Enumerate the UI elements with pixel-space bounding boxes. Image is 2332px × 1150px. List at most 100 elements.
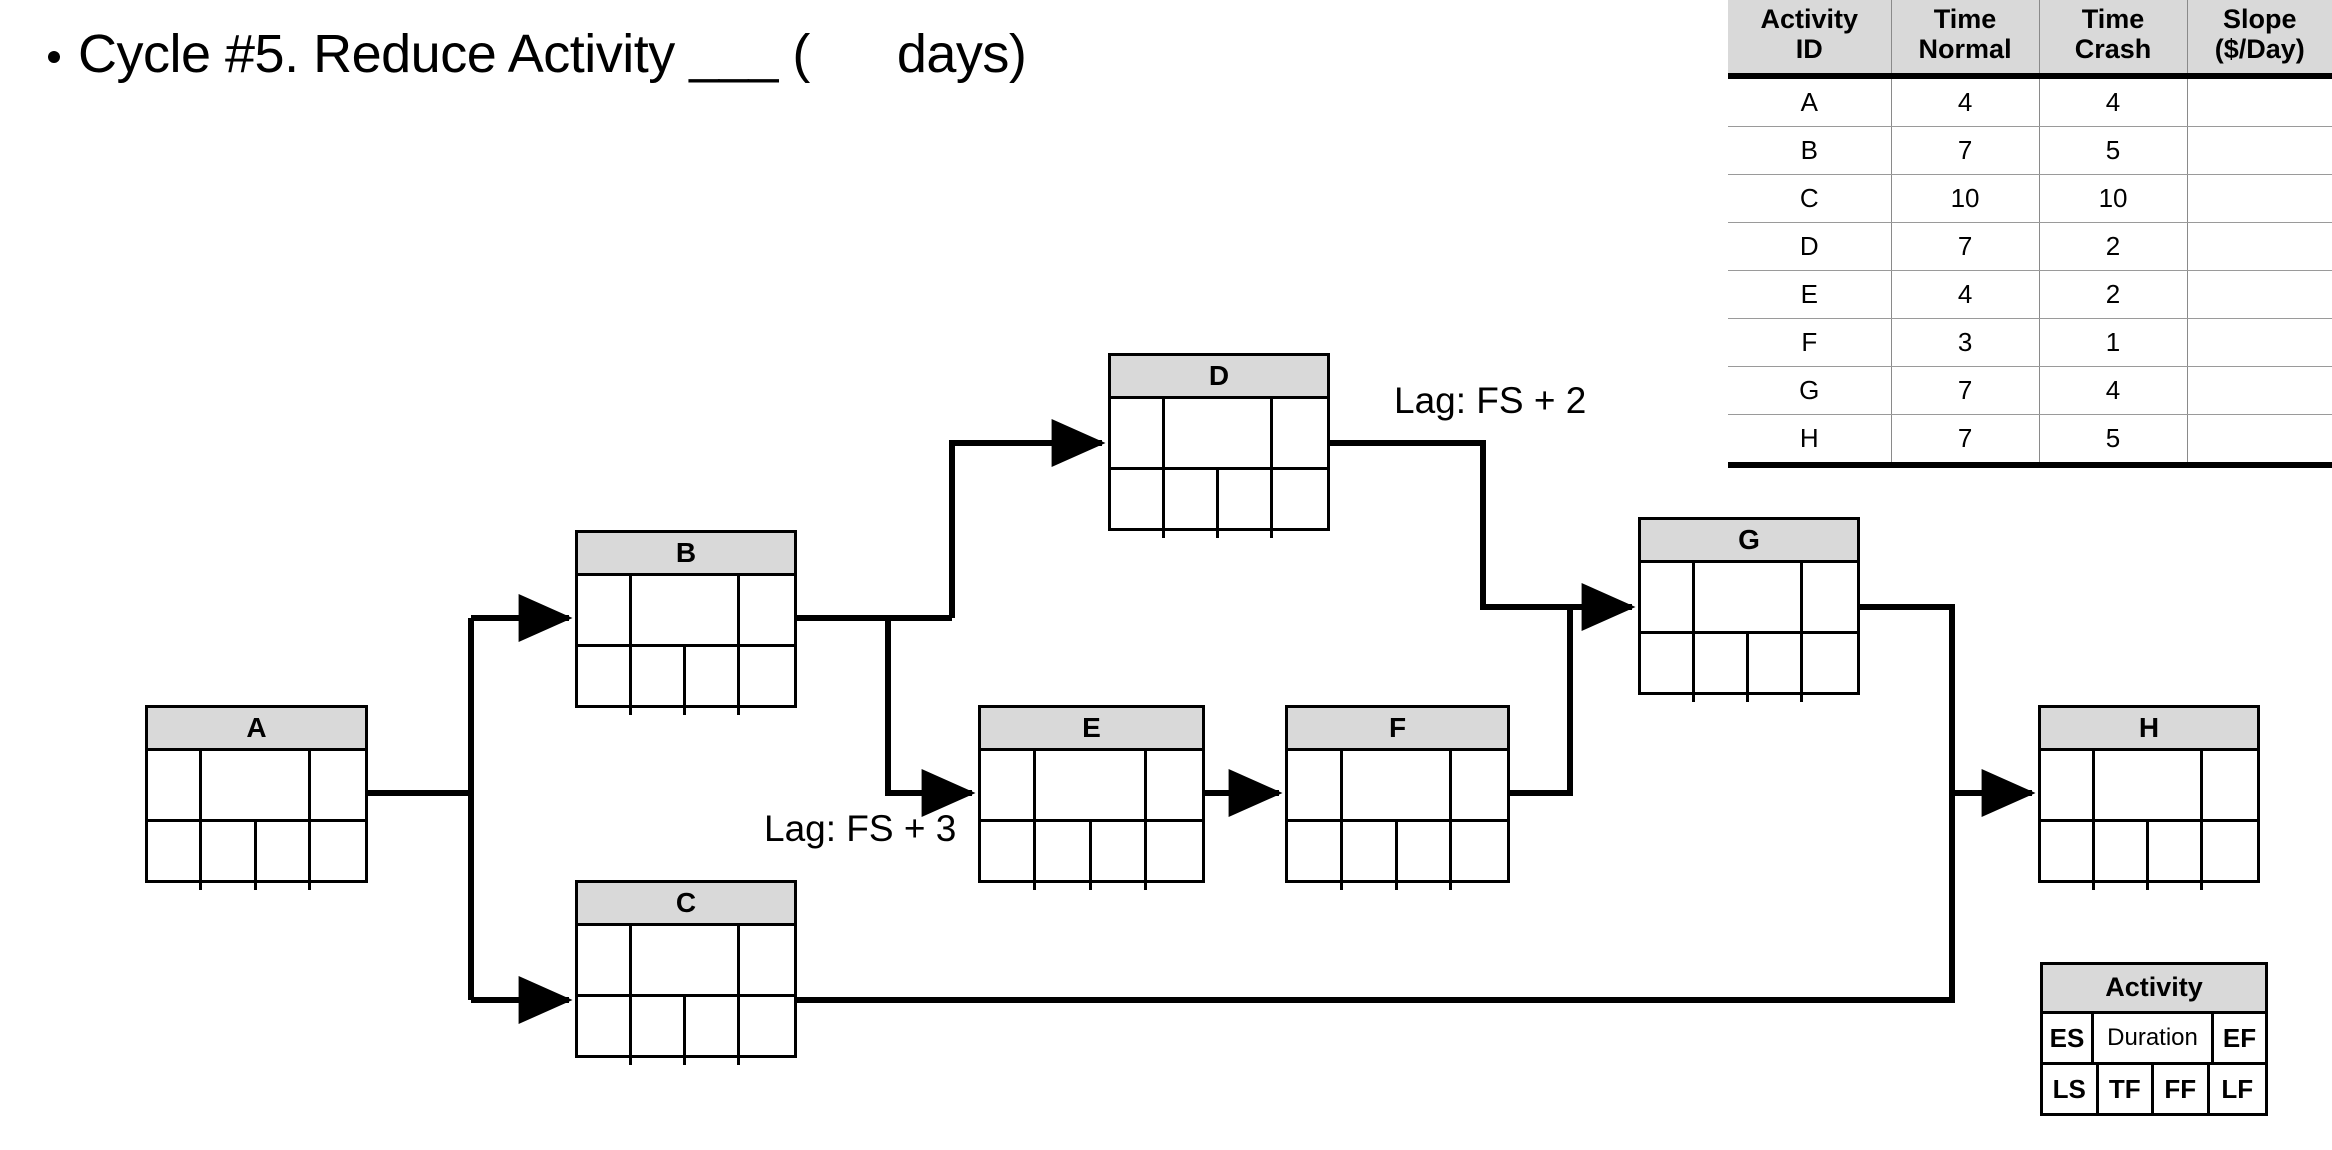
activity-node-c-tf[interactable] bbox=[632, 997, 686, 1065]
cell-slope bbox=[2186, 366, 2332, 416]
activity-node-h-row-top bbox=[2041, 751, 2257, 822]
activity-node-e-tf[interactable] bbox=[1036, 822, 1092, 890]
activity-node-f-ls[interactable] bbox=[1288, 822, 1343, 890]
cell-time-normal: 7 bbox=[1890, 414, 2040, 469]
activity-node-g-tf[interactable] bbox=[1695, 634, 1749, 702]
cell-time-crash: 1 bbox=[2038, 318, 2188, 368]
activity-node-g-lf[interactable] bbox=[1803, 634, 1857, 702]
activity-node-c-ff[interactable] bbox=[686, 997, 740, 1065]
activity-node-c-duration[interactable] bbox=[632, 926, 740, 994]
activity-node-h-es[interactable] bbox=[2041, 751, 2095, 819]
activity-node-a-duration[interactable] bbox=[202, 751, 311, 819]
activity-node-g-ff[interactable] bbox=[1749, 634, 1803, 702]
cell-activity-id: G bbox=[1728, 366, 1892, 416]
activity-node-c[interactable]: C bbox=[575, 880, 797, 1065]
activity-node-b-ff[interactable] bbox=[686, 647, 740, 715]
activity-node-f[interactable]: F bbox=[1285, 705, 1510, 890]
cell-activity-id: F bbox=[1728, 318, 1892, 368]
activity-node-b[interactable]: B bbox=[575, 530, 797, 715]
cell-time-crash: 5 bbox=[2038, 126, 2188, 176]
cell-slope bbox=[2186, 414, 2332, 469]
activity-node-d-ef[interactable] bbox=[1273, 399, 1327, 467]
activity-node-e-es[interactable] bbox=[981, 751, 1037, 819]
cell-time-crash: 10 bbox=[2038, 174, 2188, 224]
activity-node-f-row-bottom bbox=[1288, 822, 1507, 890]
activity-node-c-lf[interactable] bbox=[740, 997, 794, 1065]
column-header-slope: Slope ($/Day) bbox=[2186, 0, 2332, 80]
activity-node-e-ff[interactable] bbox=[1092, 822, 1147, 890]
activity-node-c-es[interactable] bbox=[578, 926, 632, 994]
activity-node-b-row-top bbox=[578, 576, 794, 647]
activity-node-e[interactable]: E bbox=[978, 705, 1205, 890]
activity-node-b-duration[interactable] bbox=[632, 576, 740, 644]
activity-node-h-lf[interactable] bbox=[2203, 822, 2257, 890]
activity-node-d-ls[interactable] bbox=[1111, 470, 1165, 538]
activity-node-b-es[interactable] bbox=[578, 576, 632, 644]
activity-node-h[interactable]: H bbox=[2038, 705, 2260, 890]
activity-node-e-lf[interactable] bbox=[1147, 822, 1202, 890]
activity-node-h-ef[interactable] bbox=[2203, 751, 2257, 819]
activity-node-a-label: A bbox=[148, 708, 365, 751]
legend-row-top: ES Duration EF bbox=[2043, 1014, 2265, 1065]
activity-node-a-tf[interactable] bbox=[202, 822, 257, 890]
cell-activity-id: H bbox=[1728, 414, 1892, 469]
activity-node-f-tf[interactable] bbox=[1343, 822, 1398, 890]
activity-node-h-duration[interactable] bbox=[2095, 751, 2203, 819]
legend-cell-lf: LF bbox=[2221, 1073, 2254, 1104]
activity-node-e-ls[interactable] bbox=[981, 822, 1037, 890]
activity-node-b-lf[interactable] bbox=[740, 647, 794, 715]
activity-node-a-row-top bbox=[148, 751, 365, 822]
activity-node-g-es[interactable] bbox=[1641, 563, 1695, 631]
bullet-point-icon bbox=[48, 51, 60, 63]
activity-node-e-ef[interactable] bbox=[1147, 751, 1202, 819]
activity-node-d-tf[interactable] bbox=[1165, 470, 1219, 538]
cell-activity-id: E bbox=[1728, 270, 1892, 320]
activity-node-h-label: H bbox=[2041, 708, 2257, 751]
activity-node-b-tf[interactable] bbox=[632, 647, 686, 715]
cell-time-crash: 4 bbox=[2038, 366, 2188, 416]
activity-node-g-row-top bbox=[1641, 563, 1857, 634]
activity-node-f-duration[interactable] bbox=[1343, 751, 1453, 819]
link-c-h bbox=[797, 793, 1955, 1003]
activity-node-h-tf[interactable] bbox=[2095, 822, 2149, 890]
activity-node-a-lf[interactable] bbox=[311, 822, 365, 890]
activity-node-d-row-bottom bbox=[1111, 470, 1327, 538]
activity-node-b-row-bottom bbox=[578, 647, 794, 715]
legend-title: Activity bbox=[2043, 965, 2265, 1014]
activity-node-h-ls[interactable] bbox=[2041, 822, 2095, 890]
activity-node-h-ff[interactable] bbox=[2149, 822, 2203, 890]
cell-time-normal: 7 bbox=[1890, 126, 2040, 176]
activity-node-h-row-bottom bbox=[2041, 822, 2257, 890]
activity-node-e-duration[interactable] bbox=[1036, 751, 1147, 819]
activity-node-a-es[interactable] bbox=[148, 751, 203, 819]
activity-node-f-es[interactable] bbox=[1288, 751, 1343, 819]
activity-node-a-ls[interactable] bbox=[148, 822, 203, 890]
activity-node-d-ff[interactable] bbox=[1219, 470, 1273, 538]
activity-node-c-ls[interactable] bbox=[578, 997, 632, 1065]
activity-node-a-ff[interactable] bbox=[257, 822, 311, 890]
activity-node-b-ls[interactable] bbox=[578, 647, 632, 715]
activity-node-a[interactable]: A bbox=[145, 705, 368, 890]
cell-time-normal: 3 bbox=[1890, 318, 2040, 368]
activity-node-d-es[interactable] bbox=[1111, 399, 1165, 467]
activity-node-g-ls[interactable] bbox=[1641, 634, 1695, 702]
activity-node-d[interactable]: D bbox=[1108, 353, 1330, 538]
activity-node-f-lf[interactable] bbox=[1452, 822, 1507, 890]
table-header-row: Activity ID Time Normal Time Crash Slope… bbox=[1728, 0, 2332, 80]
activity-node-c-ef[interactable] bbox=[740, 926, 794, 994]
activity-node-d-duration[interactable] bbox=[1165, 399, 1273, 467]
activity-node-d-lf[interactable] bbox=[1273, 470, 1327, 538]
activity-node-g[interactable]: G bbox=[1638, 517, 1860, 702]
column-header-time-crash: Time Crash bbox=[2038, 0, 2188, 80]
lag-label-d-to-g: Lag: FS + 2 bbox=[1394, 380, 1587, 421]
activity-node-g-ef[interactable] bbox=[1803, 563, 1857, 631]
activity-node-g-duration[interactable] bbox=[1695, 563, 1803, 631]
activity-node-f-ef[interactable] bbox=[1452, 751, 1507, 819]
activity-node-a-ef[interactable] bbox=[311, 751, 365, 819]
activity-node-f-ff[interactable] bbox=[1398, 822, 1453, 890]
activity-node-b-ef[interactable] bbox=[740, 576, 794, 644]
